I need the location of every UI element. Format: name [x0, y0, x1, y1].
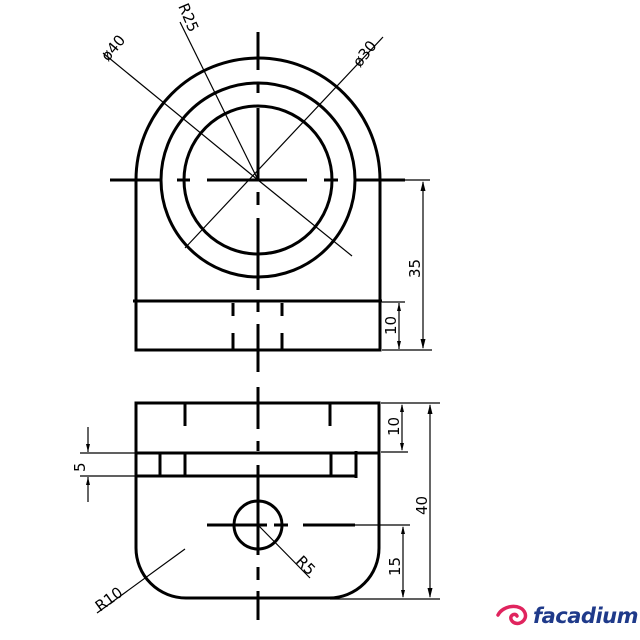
body-outline	[134, 56, 382, 352]
dim-10-top: 10	[382, 316, 400, 335]
top-view: ø40 R25 ø30 35 10	[97, 1, 432, 372]
dim-leader-o30	[184, 36, 384, 249]
dim-r25: R25	[174, 1, 202, 35]
logo-text: facadium	[533, 604, 639, 628]
facadium-logo: facadium	[495, 598, 640, 634]
dim-leader-o40	[102, 52, 259, 181]
dim-r5: R5	[292, 552, 319, 579]
dim-leader-r25	[179, 21, 259, 181]
front-outline	[134, 401, 381, 600]
dim-o30: ø30	[349, 37, 381, 70]
dim-5: 5	[71, 462, 89, 472]
hidden-lines	[231, 303, 284, 350]
swirl-icon	[496, 604, 528, 626]
dim-40: 40	[413, 496, 431, 515]
dim-o40: ø40	[97, 31, 129, 64]
dim-r10: R10	[92, 583, 126, 615]
dim-15: 15	[386, 557, 404, 576]
front-view: R5 R10 5 10 15 40	[71, 387, 440, 620]
dim-35: 35	[406, 259, 424, 278]
dim-10-front: 10	[385, 417, 403, 436]
dim-leader-o40-b	[257, 179, 353, 257]
